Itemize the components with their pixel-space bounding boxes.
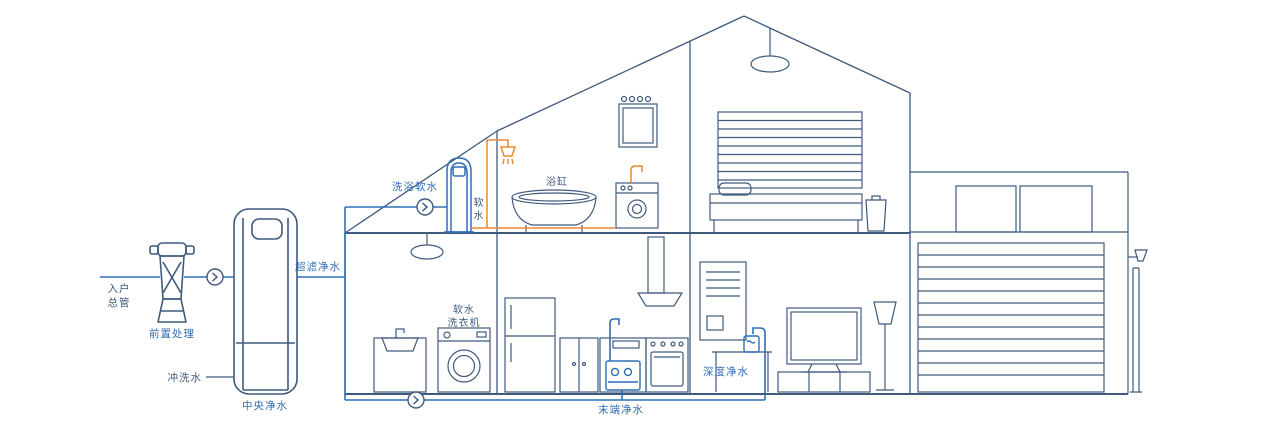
flow-arrow-upstairs xyxy=(416,198,434,216)
garage-roller-door xyxy=(917,242,1105,393)
roof-right-slope xyxy=(743,15,911,94)
wall-lamp-icon xyxy=(1128,249,1148,262)
bath-soft-water-label: 洗浴软水 xyxy=(392,180,438,193)
under-sink-purifier-device xyxy=(605,360,641,391)
boiler-cabinet xyxy=(699,261,747,341)
deep-purifier-label: 深度净水 xyxy=(703,365,749,378)
deck-box-left xyxy=(955,185,1017,233)
labels: 入户 总管 前置处理 中央净水 冲洗水 超滤净水 洗浴软水 软 水 浴缸 软水 … xyxy=(108,175,749,416)
range-hood xyxy=(636,236,684,307)
vanity-unit xyxy=(615,182,659,229)
tv xyxy=(786,307,862,373)
bathtub-label: 浴缸 xyxy=(546,175,568,188)
inlet-label-line2: 总管 xyxy=(108,296,131,309)
flush-water-label: 冲洗水 xyxy=(168,371,203,384)
terminal-purifier-label: 末端净水 xyxy=(598,403,644,416)
bathroom xyxy=(511,95,659,232)
kitchen-sink-counter xyxy=(599,337,647,393)
floor-lamp-icon xyxy=(873,301,897,391)
deck-box-right xyxy=(1019,185,1093,233)
water-devices xyxy=(149,157,760,395)
fridge xyxy=(504,297,556,393)
flow-arrow-inlet xyxy=(206,268,224,286)
kitchen xyxy=(504,236,689,393)
laundry-sink-cabinet xyxy=(373,328,427,393)
stove-oven xyxy=(645,337,689,393)
mirror-cabinet xyxy=(618,103,658,148)
deep-purifier-faucet-icon xyxy=(752,327,766,400)
central-purifier-label: 中央净水 xyxy=(242,399,288,412)
purifier-table xyxy=(712,351,772,392)
central-purifier-device xyxy=(233,208,298,395)
flow-arrow-downstairs xyxy=(407,391,425,409)
bedroom xyxy=(709,28,887,232)
kitchen-cabinet xyxy=(559,337,599,393)
soft-water-label-char1: 软 xyxy=(474,196,485,209)
soft-washer-label-line1: 软水 xyxy=(453,303,475,316)
inlet-label-line1: 入户 xyxy=(108,282,131,295)
laundry-room xyxy=(373,233,491,393)
vanity-light-bulbs-icon xyxy=(620,95,652,103)
soft-water-label-char2: 水 xyxy=(474,210,485,222)
garage xyxy=(910,171,1148,394)
window-blind xyxy=(717,111,863,189)
bathtub xyxy=(511,189,597,232)
washing-machine xyxy=(437,327,491,393)
pipes-orange xyxy=(471,139,643,229)
house-structure xyxy=(344,15,1128,395)
pendant-lamp-small-icon xyxy=(410,233,444,260)
sink-faucet-icon xyxy=(609,318,620,361)
countertop-purifier-pitcher xyxy=(743,335,760,353)
drainpipe xyxy=(1130,267,1142,393)
shower-head-icon xyxy=(499,146,517,165)
water-softener-device xyxy=(444,157,474,233)
flow-arrows xyxy=(206,198,434,409)
roof-left-slope xyxy=(496,15,745,132)
living-room xyxy=(699,261,897,393)
bed xyxy=(709,182,863,232)
bedside-bin xyxy=(865,195,887,232)
pendant-lamp-icon xyxy=(750,28,790,73)
pre-treatment-label: 前置处理 xyxy=(149,327,195,340)
softener-out-pipe xyxy=(471,139,509,229)
soft-washer-label-line2: 洗衣机 xyxy=(448,316,481,329)
ultrafiltration-label: 超滤净水 xyxy=(295,260,341,273)
tv-cabinet xyxy=(777,371,871,393)
pre-filter-device xyxy=(149,242,195,323)
extension-roof xyxy=(344,130,498,234)
vanity-faucet-icon xyxy=(630,165,643,183)
